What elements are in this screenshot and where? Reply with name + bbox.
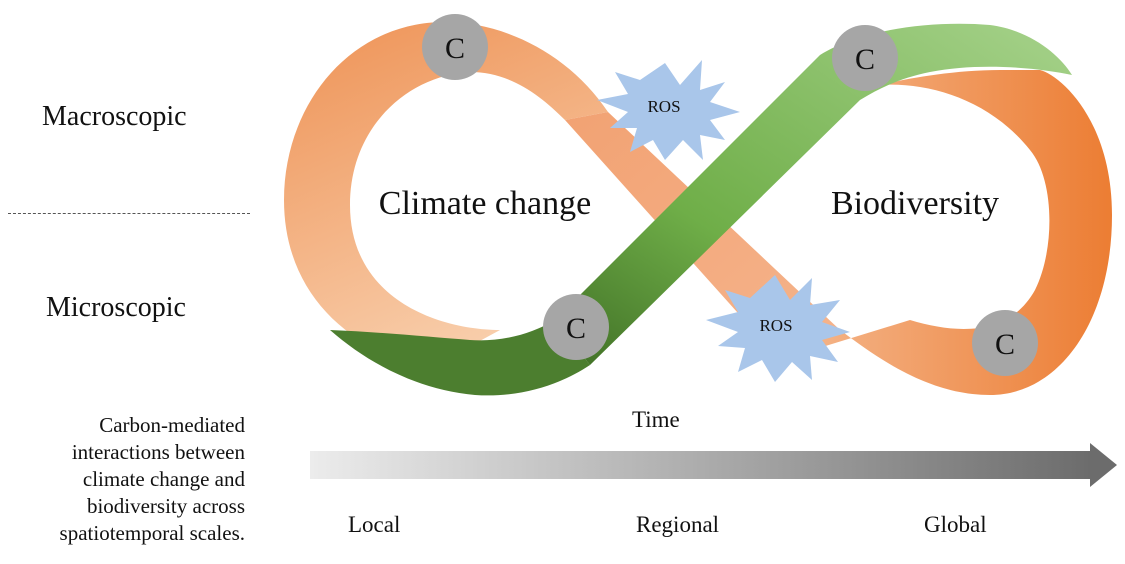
ros-label: ROS [759,316,792,335]
carbon-marker-top-left: C [422,14,488,80]
figure-caption: Carbon-mediated interactions between cli… [0,412,245,547]
time-axis-label: Time [632,407,680,432]
carbon-label: C [995,328,1015,361]
carbon-marker-bottom-left: C [543,294,609,360]
carbon-label: C [445,32,465,65]
ros-burst-upper: ROS [597,60,740,160]
caption-line: biodiversity across [86,494,245,518]
carbon-marker-bottom-right: C [972,310,1038,376]
time-arrow-shaft [310,451,1092,479]
carbon-label: C [566,312,586,345]
scale-label-regional: Regional [636,512,720,537]
ros-star-icon [706,275,850,382]
time-arrow-head-icon [1090,443,1117,487]
carbon-circle [543,294,609,360]
microscopic-label: Microscopic [46,292,186,323]
green-lower-tail [330,320,590,396]
caption-line: climate change and [82,467,245,491]
orange-left-lobe [284,22,608,368]
climate-change-label: Climate change [379,185,591,222]
caption-line: Carbon-mediated [99,413,245,437]
carbon-circle [832,25,898,91]
time-arrow [310,443,1117,487]
orange-right-lobe [780,70,1112,395]
scale-divider-line [8,213,250,214]
caption-line: interactions between [71,440,245,464]
macroscopic-label: Macroscopic [42,101,187,132]
caption-line: spatiotemporal scales. [59,521,245,545]
ros-star-icon [597,60,740,160]
scale-label-local: Local [348,512,401,537]
ros-burst-lower: ROS [706,275,850,382]
ros-label: ROS [647,97,680,116]
carbon-circle [422,14,488,80]
carbon-marker-top-right: C [832,25,898,91]
carbon-label: C [855,43,875,76]
biodiversity-label: Biodiversity [831,185,999,222]
carbon-circle [972,310,1038,376]
scale-label-global: Global [924,512,987,537]
